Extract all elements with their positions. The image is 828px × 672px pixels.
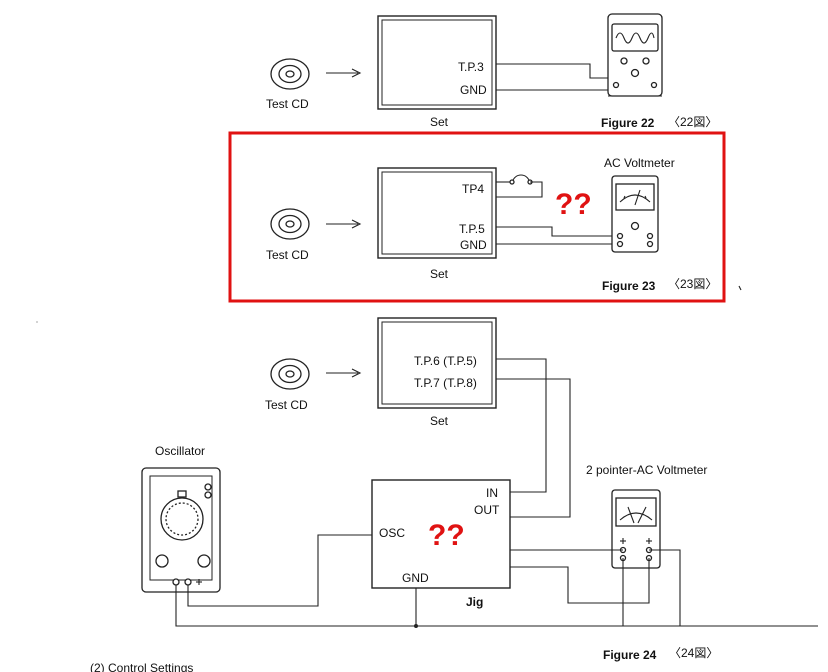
two-pointer-voltmeter-icon <box>611 489 661 569</box>
gnd-label: GND <box>460 238 487 252</box>
ac-voltmeter-icon <box>611 175 659 253</box>
tp3-label: T.P.3 <box>458 60 484 74</box>
test-cd-label: Test CD <box>266 97 309 111</box>
set-label: Set <box>430 267 449 281</box>
tp7-label: T.P.7 (T.P.8) <box>414 376 477 390</box>
tp6-label: T.P.6 (T.P.5) <box>414 354 477 368</box>
set-label: Set <box>430 414 449 428</box>
jig-osc-label: OSC <box>379 526 405 540</box>
oscilloscope-icon <box>607 13 663 97</box>
set-box <box>377 317 497 409</box>
jig-box <box>371 479 511 589</box>
figure-24-caption: Figure 24 <box>603 648 657 662</box>
arrow-icon <box>326 68 362 78</box>
tp5-label: T.P.5 <box>459 222 485 236</box>
scan-mark <box>36 285 742 323</box>
test-cd-disc-icon <box>270 358 310 390</box>
section-heading: (2) Control Settings <box>90 661 193 672</box>
figure-23-ref: 〈23図〉 <box>668 277 717 291</box>
figure-22-caption: Figure 22 <box>601 116 655 130</box>
jig-label: Jig <box>466 595 483 609</box>
oscillator-icon <box>141 467 221 593</box>
arrow-icon <box>326 219 362 229</box>
jig-in-label: IN <box>486 486 498 500</box>
figure-23-caption: Figure 23 <box>602 279 656 293</box>
figure-24-ref: 〈24図〉 <box>669 646 718 660</box>
jig-gnd-label: GND <box>402 571 429 585</box>
test-cd-label: Test CD <box>266 248 309 262</box>
highlight-frame <box>228 131 726 303</box>
question-marks: ?? <box>555 188 592 221</box>
jig-out-label: OUT <box>474 503 500 517</box>
jumper-wire-icon <box>496 174 543 198</box>
tp4-label: TP4 <box>462 182 484 196</box>
figure-24: Test CD T.P.6 (T.P.5) T.P.7 (T.P.8) Set … <box>141 317 818 662</box>
figure-22: Test CD T.P.3 GND Set Figure 22 〈2 <box>266 13 717 130</box>
arrow-icon <box>326 368 362 378</box>
question-marks: ?? <box>428 519 465 552</box>
set-label: Set <box>430 115 449 129</box>
set-box <box>377 167 497 259</box>
test-cd-disc-icon <box>270 58 310 90</box>
test-cd-disc-icon <box>270 208 310 240</box>
test-cd-label: Test CD <box>265 398 308 412</box>
two-pointer-voltmeter-label: 2 pointer-AC Voltmeter <box>586 463 707 477</box>
figure-23: Test CD TP4 T.P.5 GND Set ?? AC Voltmete… <box>266 156 717 293</box>
oscillator-label: Oscillator <box>155 444 205 458</box>
set-box <box>377 15 497 110</box>
gnd-label: GND <box>460 83 487 97</box>
figure-22-ref: 〈22図〉 <box>668 115 717 129</box>
ac-voltmeter-label: AC Voltmeter <box>604 156 675 170</box>
